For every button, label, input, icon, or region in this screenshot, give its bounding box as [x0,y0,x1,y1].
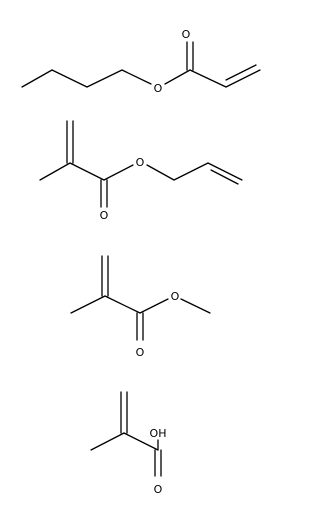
bond [225,69,261,88]
bond [103,164,134,181]
bond [173,162,209,181]
bond [189,69,227,88]
atom-label: O [136,346,145,359]
atom-label: O [154,483,163,496]
atom-label: OH [150,427,167,440]
bond [225,64,257,81]
structures-svg: O O O O O O OH [21,28,261,496]
bond [21,69,53,88]
bond [86,69,123,88]
bond [210,169,239,185]
bond [69,162,105,181]
bond [146,164,175,181]
atom-label: O [171,290,180,303]
molecule-butyl-acrylate: O O [21,28,261,95]
bond [121,69,152,85]
bond [104,295,141,314]
atom-label: O [136,156,145,169]
atom-label: O [154,82,163,95]
bond [207,162,243,181]
bond [123,432,159,451]
molecule-methacrylic-acid: OH O [90,391,167,496]
molecule-allyl-methacrylate: O O [39,120,243,222]
bond [51,69,88,88]
atom-label: O [100,209,109,222]
bond [180,298,211,314]
molecule-methyl-methacrylate: O O [70,255,211,359]
bond [90,432,125,451]
atom-label: O [182,28,191,41]
bond [164,69,191,85]
structure-canvas: O O O O O O OH [21,28,261,496]
bond [70,295,106,314]
bond [39,162,71,181]
bond [139,298,169,314]
